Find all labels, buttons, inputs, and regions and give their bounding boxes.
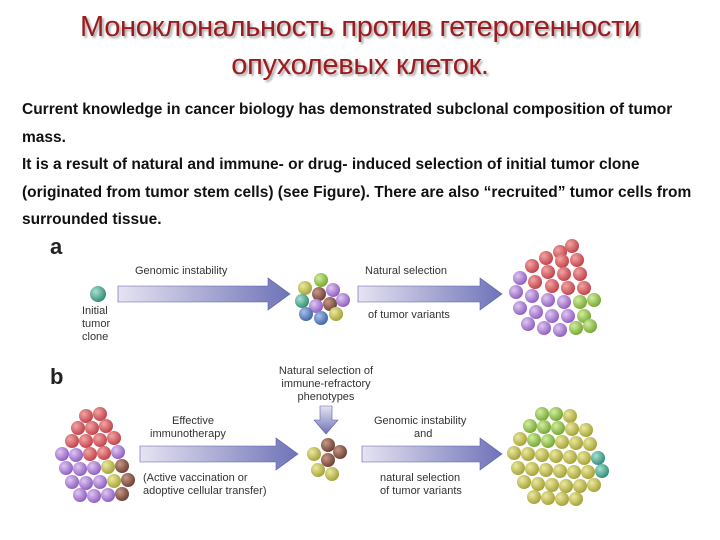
- middle-label-line-2: immune-refractory: [281, 378, 371, 390]
- slide-title: Моноклональность против гетерогенности о…: [0, 8, 720, 84]
- arrow-a1: [117, 277, 291, 311]
- tumor-selection-figure: a Initial tumor clone Genomic instabilit…: [50, 234, 609, 506]
- tumor-mass-b-left: [55, 407, 135, 503]
- body-text: Current knowledge in cancer biology has …: [22, 96, 712, 234]
- tumor-mass-a: [509, 239, 601, 337]
- middle-label-line-1: Natural selection of: [279, 365, 374, 377]
- title-line-1: Моноклональность против гетерогенности: [80, 11, 640, 43]
- paragraph-2: It is a result of natural and immune- or…: [22, 156, 692, 228]
- arrow-b2: [361, 437, 503, 471]
- arrow-a2-top-label: Natural selection: [365, 265, 447, 277]
- arrow-a2-bottom-label: of tumor variants: [368, 309, 450, 321]
- arrow-b2-top-line-1: Genomic instability: [374, 415, 467, 427]
- arrow-b1-top-line-1: Effective: [172, 415, 214, 427]
- arrow-b1-bottom-line-2: adoptive cellular transfer): [143, 485, 267, 497]
- arrow-b1-top-line-2: immunotherapy: [150, 428, 226, 440]
- initial-label-line-1: Initial: [82, 305, 108, 317]
- clone-a-middle: [295, 273, 350, 325]
- arrow-a2: [357, 277, 503, 311]
- arrow-down: [313, 405, 339, 435]
- paragraph-1: Current knowledge in cancer biology has …: [22, 101, 673, 146]
- clone-b-middle: [307, 438, 347, 481]
- arrow-b2-top-line-2: and: [414, 428, 432, 440]
- initial-label-line-2: tumor: [82, 318, 110, 330]
- tumor-mass-b-right: [507, 407, 609, 506]
- arrow-b2-bottom-line-1: natural selection: [380, 472, 460, 484]
- arrow-b1: [139, 437, 299, 471]
- title-line-2: опухолевых клеток.: [231, 49, 489, 81]
- middle-label-line-3: phenotypes: [298, 391, 355, 403]
- arrow-b1-bottom-line-1: (Active vaccination or: [143, 472, 248, 484]
- initial-tumor-cell: [90, 286, 106, 302]
- arrow-b2-bottom-line-2: of tumor variants: [380, 485, 462, 497]
- arrow-a1-label: Genomic instability: [135, 265, 228, 277]
- initial-label-line-3: clone: [82, 331, 108, 343]
- panel-b-letter: b: [50, 364, 63, 389]
- panel-a-letter: a: [50, 234, 63, 259]
